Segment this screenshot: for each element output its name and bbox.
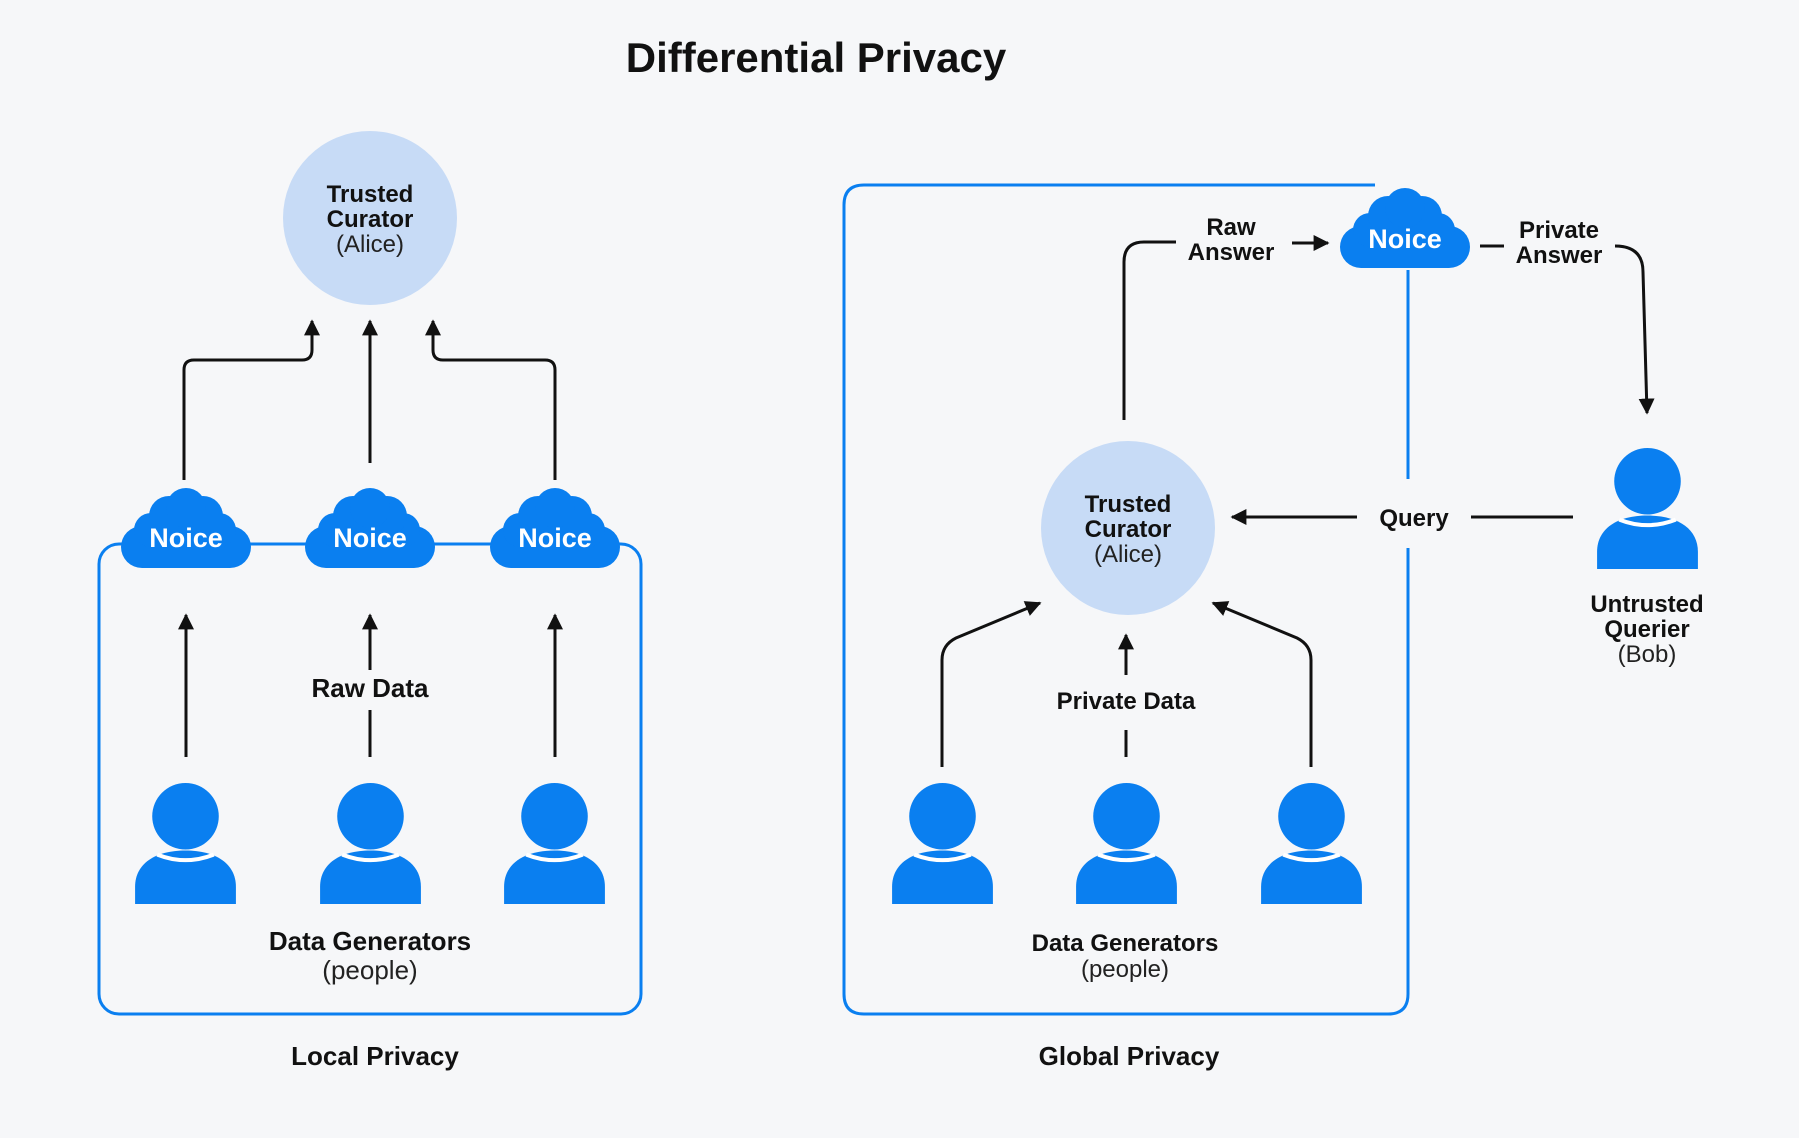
global-arrow-person1-to-curator xyxy=(940,601,1042,767)
global-generators-label: Data Generators xyxy=(1032,930,1219,957)
local-noise-cloud-2: Noice xyxy=(305,488,435,568)
global-arrow-person3-to-curator xyxy=(1211,601,1313,767)
global-privacy-panel: Noice Raw Answer Private Answer Trusted … xyxy=(842,183,1704,1071)
global-untrusted-querier: Untrusted Querier (Bob) xyxy=(1590,448,1704,668)
local-curator-line1: Trusted xyxy=(327,181,414,208)
person-icon xyxy=(504,783,605,904)
local-generators-label: Data Generators xyxy=(269,926,471,956)
person-icon xyxy=(320,783,421,904)
local-privacy-caption: Local Privacy xyxy=(291,1041,459,1071)
person-icon xyxy=(135,783,236,904)
person-icon xyxy=(1261,783,1362,904)
global-curator-line2: Curator xyxy=(1085,516,1172,543)
local-curator-circle xyxy=(283,131,457,305)
querier-line2: Querier xyxy=(1604,616,1689,643)
global-curator-line1: Trusted xyxy=(1085,491,1172,518)
querier-line1: Untrusted xyxy=(1590,591,1703,618)
global-private-data-label: Private Data xyxy=(1057,688,1196,715)
person-icon xyxy=(892,783,993,904)
local-noise-label-3: Noice xyxy=(518,523,592,553)
global-noise-cloud: Noice xyxy=(1340,188,1470,268)
local-trusted-curator: Trusted Curator (Alice) xyxy=(283,131,457,305)
global-trusted-curator: Trusted Curator (Alice) xyxy=(1041,441,1215,615)
local-noise-label-2: Noice xyxy=(333,523,407,553)
local-generators-sublabel: (people) xyxy=(322,955,417,985)
global-privacy-boundary xyxy=(842,183,1410,1016)
local-noise-label-1: Noice xyxy=(149,523,223,553)
global-curator-circle xyxy=(1041,441,1215,615)
global-private-answer-line1: Private xyxy=(1519,217,1599,244)
local-raw-data-label: Raw Data xyxy=(311,673,429,703)
person-icon xyxy=(1597,448,1698,569)
person-icon xyxy=(1076,783,1177,904)
global-privacy-caption: Global Privacy xyxy=(1039,1041,1220,1071)
global-raw-answer-line2: Answer xyxy=(1188,239,1275,266)
local-noise-cloud-1: Noice xyxy=(121,488,251,568)
local-noise-cloud-3: Noice xyxy=(490,488,620,568)
global-raw-answer-line1: Raw xyxy=(1206,214,1256,241)
global-curator-line3: (Alice) xyxy=(1094,541,1162,568)
global-raw-answer-line xyxy=(1122,240,1176,420)
global-generators-sublabel: (people) xyxy=(1081,956,1169,983)
local-curator-line2: Curator xyxy=(327,206,414,233)
local-arrow-noise3-to-curator xyxy=(425,319,557,480)
global-noise-label: Noice xyxy=(1368,224,1442,254)
page-title: Differential Privacy xyxy=(626,34,1007,81)
querier-line3: (Bob) xyxy=(1618,641,1677,668)
local-curator-line3: (Alice) xyxy=(336,231,404,258)
local-privacy-panel: Trusted Curator (Alice) Noice Noice Noic… xyxy=(97,131,643,1071)
global-private-answer-line2: Answer xyxy=(1516,242,1603,269)
global-private-answer-arrow xyxy=(1614,244,1655,415)
local-arrow-noise1-to-curator xyxy=(182,319,320,480)
global-query-label: Query xyxy=(1379,505,1449,532)
